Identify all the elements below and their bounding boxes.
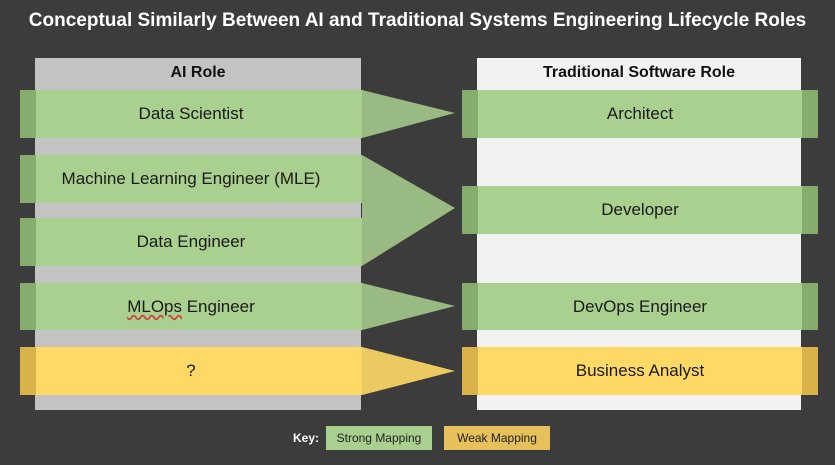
arrow-unknown-to-business-analyst (362, 347, 455, 395)
software-role-header: Traditional Software Role (542, 64, 736, 81)
legend-label: Key: (293, 431, 320, 445)
ai-role-label: MLOps Engineer (127, 297, 255, 317)
ai-role-unknown: ? (20, 347, 362, 395)
ai-role-mle: Machine Learning Engineer (MLE) (20, 155, 362, 203)
arrow-mlops-to-devops (362, 283, 455, 330)
page-title: Conceptual Similarly Between AI and Trad… (28, 10, 807, 31)
software-role-architect: Architect (462, 90, 818, 138)
software-role-label: Architect (606, 104, 674, 123)
software-role-label: Developer (601, 200, 679, 219)
legend-strong-mapping: Strong Mapping (326, 426, 432, 450)
software-role-business-analyst: Business Analyst (462, 347, 818, 395)
arrow-data-scientist-to-architect (362, 90, 455, 138)
ai-role-label: Machine Learning Engineer (MLE) (61, 169, 321, 188)
ai-role-label: Data Scientist (138, 104, 244, 123)
ai-role-data-scientist: Data Scientist (20, 90, 362, 138)
mlops-word: MLOps (127, 296, 182, 316)
software-role-label: Business Analyst (575, 361, 705, 380)
ai-role-label: Data Engineer (136, 232, 246, 251)
software-role-devops: DevOps Engineer (462, 283, 818, 330)
legend: Key: Strong Mapping Weak Mapping (0, 426, 835, 450)
ai-role-header: AI Role (170, 64, 226, 81)
ai-role-mlops-engineer: MLOps Engineer (20, 283, 362, 330)
software-role-label: DevOps Engineer (572, 296, 708, 316)
ai-role-data-engineer: Data Engineer (20, 218, 362, 266)
software-role-developer: Developer (462, 186, 818, 234)
engineer-word: Engineer (182, 296, 255, 316)
ai-role-label: ? (186, 361, 196, 380)
arrow-mle-data-engineer-to-developer (362, 155, 455, 266)
legend-weak-mapping: Weak Mapping (444, 426, 550, 450)
